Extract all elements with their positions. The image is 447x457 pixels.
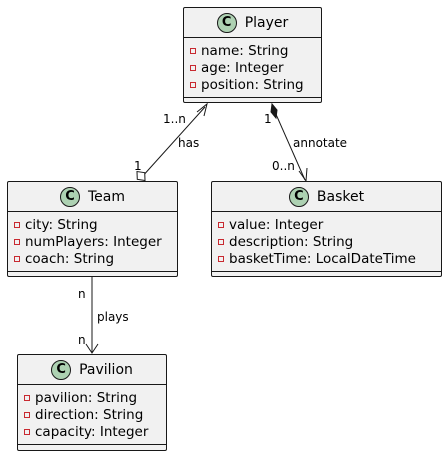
edge-label-plays: plays bbox=[97, 310, 129, 324]
multiplicity-pavilion-plays: n bbox=[78, 333, 86, 347]
multiplicity-team-has: 1 bbox=[134, 159, 142, 173]
multiplicity-team-plays: n bbox=[78, 287, 86, 301]
private-icon bbox=[190, 81, 196, 88]
edge-player-basket bbox=[274, 111, 306, 181]
class-name: Basket bbox=[316, 188, 365, 205]
attribute: pavilion: String bbox=[24, 389, 160, 406]
private-icon bbox=[24, 428, 30, 435]
class-icon: C bbox=[216, 12, 237, 33]
attribute: direction: String bbox=[24, 406, 160, 423]
private-icon bbox=[218, 238, 224, 245]
private-icon bbox=[24, 394, 30, 401]
class-header: C Basket bbox=[212, 182, 441, 212]
class-icon: C bbox=[288, 186, 309, 207]
private-icon bbox=[14, 255, 20, 262]
attribute: capacity: Integer bbox=[24, 423, 160, 440]
attribute-list: pavilion: String direction: String capac… bbox=[18, 385, 166, 445]
attribute: description: String bbox=[218, 233, 435, 250]
attribute: position: String bbox=[190, 76, 315, 93]
attribute: basketTime: LocalDateTime bbox=[218, 250, 435, 267]
class-team[interactable]: C Team city: String numPlayers: Integer … bbox=[7, 181, 178, 277]
class-icon: C bbox=[59, 186, 80, 207]
multiplicity-player-has: 1..n bbox=[163, 112, 186, 126]
class-basket[interactable]: C Basket value: Integer description: Str… bbox=[211, 181, 442, 277]
private-icon bbox=[190, 47, 196, 54]
private-icon bbox=[14, 221, 20, 228]
class-header: C Pavilion bbox=[18, 355, 166, 385]
aggregation-diamond bbox=[136, 170, 146, 182]
attribute-list: value: Integer description: String baske… bbox=[212, 212, 441, 272]
attribute-list: city: String numPlayers: Integer coach: … bbox=[8, 212, 177, 272]
attribute: value: Integer bbox=[218, 216, 435, 233]
attribute-list: name: String age: Integer position: Stri… bbox=[184, 38, 321, 98]
attribute: numPlayers: Integer bbox=[14, 233, 171, 250]
class-header: C Player bbox=[184, 8, 321, 38]
edge-label-annotate: annotate bbox=[293, 136, 348, 150]
edge-team-player bbox=[140, 106, 206, 179]
composition-diamond bbox=[270, 102, 278, 120]
arrow-head-player bbox=[196, 102, 208, 117]
class-icon: C bbox=[51, 359, 72, 380]
private-icon bbox=[190, 64, 196, 71]
class-name: Pavilion bbox=[79, 361, 133, 378]
private-icon bbox=[218, 221, 224, 228]
edge-label-has: has bbox=[178, 136, 200, 150]
multiplicity-basket-annotate: 0..n bbox=[272, 159, 295, 173]
class-name: Team bbox=[87, 188, 125, 205]
class-pavilion[interactable]: C Pavilion pavilion: String direction: S… bbox=[17, 354, 167, 451]
private-icon bbox=[14, 238, 20, 245]
attribute: coach: String bbox=[14, 250, 171, 267]
private-icon bbox=[24, 411, 30, 418]
multiplicity-player-annotate: 1 bbox=[264, 112, 272, 126]
arrow-head-pavilion bbox=[85, 343, 99, 354]
attribute: name: String bbox=[190, 42, 315, 59]
private-icon bbox=[218, 255, 224, 262]
class-player[interactable]: C Player name: String age: Integer posit… bbox=[183, 7, 322, 103]
class-name: Player bbox=[244, 14, 289, 31]
attribute: age: Integer bbox=[190, 59, 315, 76]
attribute: city: String bbox=[14, 216, 171, 233]
class-header: C Team bbox=[8, 182, 177, 212]
